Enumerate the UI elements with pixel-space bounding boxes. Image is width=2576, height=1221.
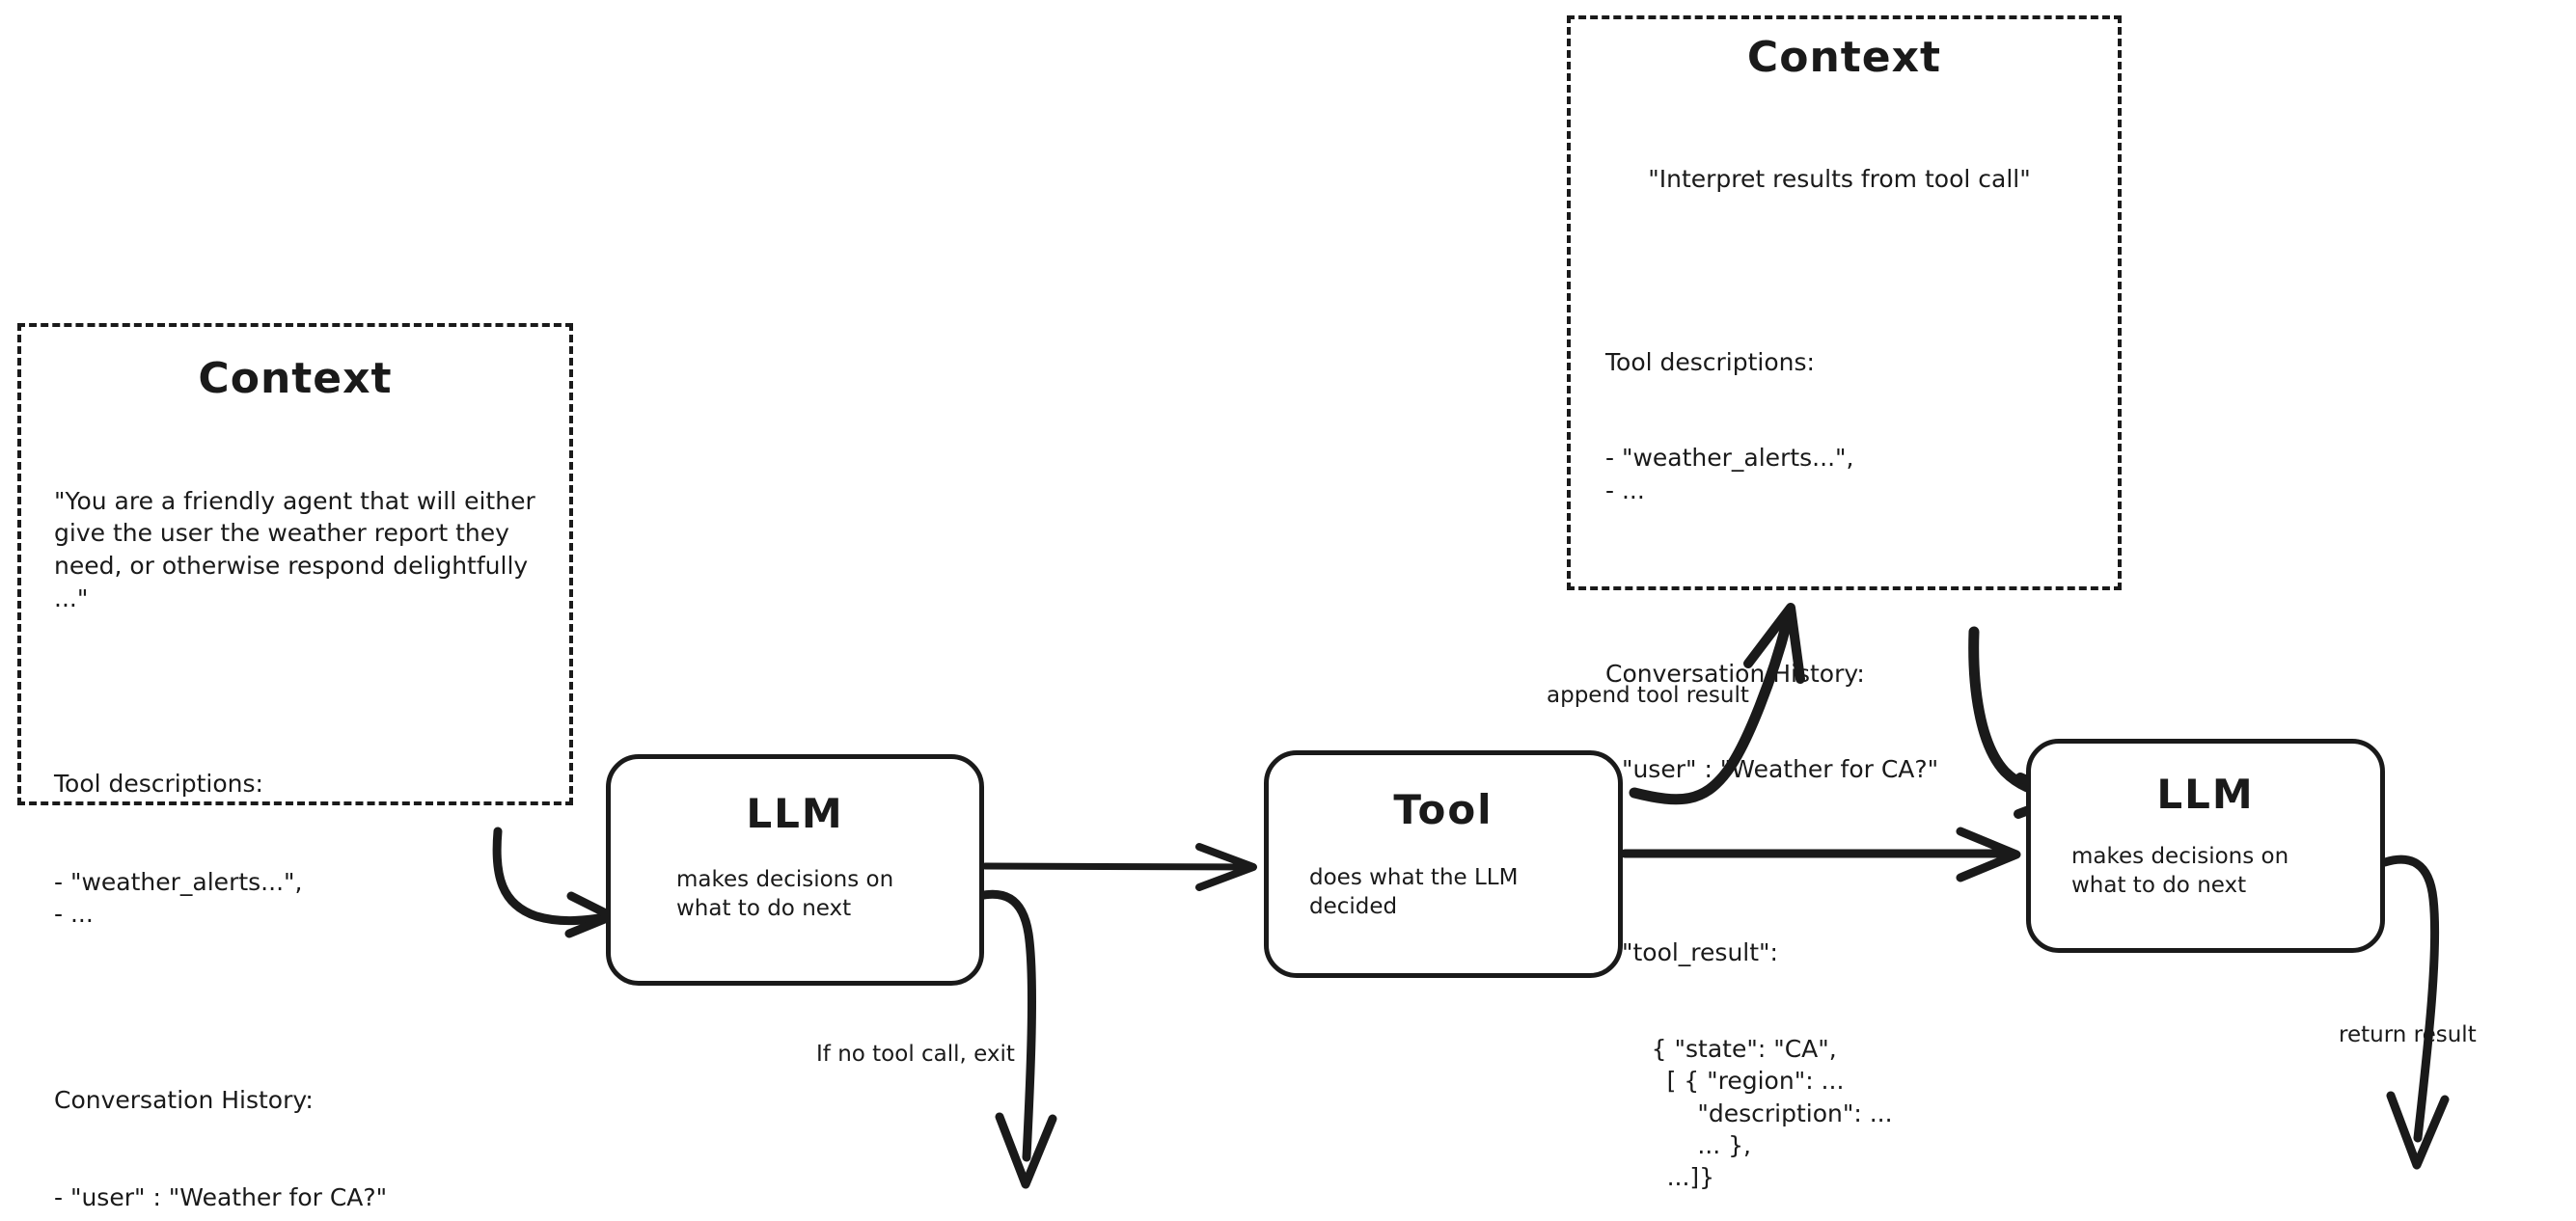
node-tool[interactable]: Tool does what the LLM decided [1264, 750, 1623, 978]
context-right-conversation-user: - "user" : "Weather for CA?" [1605, 755, 1939, 784]
context-left-body: "You are a friendly agent that will eith… [54, 420, 544, 1221]
context-card-right: Context "Interpret results from tool cal… [1567, 15, 2122, 1191]
spacer [1605, 850, 2098, 873]
context-right-tool-result-body: { "state": "CA", [ { "region": ... "desc… [1651, 1035, 1893, 1191]
context-right-tools-items: - "weather_alerts...", - ... [1605, 444, 1854, 504]
context-card-left: Context "You are a friendly agent that w… [17, 323, 573, 1211]
spacer [1605, 258, 2098, 282]
node-llm-second[interactable]: LLM makes decisions on what to do next [2026, 739, 2385, 953]
edge-label-if-no-tool-call-exit: If no tool call, exit [816, 1042, 1015, 1067]
arrow-llm1-to-tool [981, 862, 1250, 871]
node-tool-subtitle: does what the LLM decided [1309, 865, 1519, 919]
node-llm-second-subtitle: makes decisions on what to do next [2071, 844, 2289, 898]
context-right-tool-result-key: - "tool_result": [1605, 938, 1778, 967]
arrow-llm2-return [2380, 855, 2440, 1143]
node-llm-second-title: LLM [2156, 771, 2255, 818]
spacer [54, 680, 544, 703]
node-tool-title: Tool [1393, 786, 1494, 833]
spacer [1605, 570, 2098, 593]
context-left-tools-items: - "weather_alerts...", - ... [54, 867, 303, 929]
node-llm-first-subtitle: makes decisions on what to do next [676, 867, 894, 921]
context-left-conversation-items: - "user" : "Weather for CA?" [54, 1183, 388, 1211]
context-left-conversation-header: Conversation History: [54, 1085, 314, 1114]
edge-label-return-result: return result [2339, 1022, 2477, 1047]
context-left-title: Context [198, 354, 393, 403]
context-left-tools-header: Tool descriptions: [54, 770, 263, 799]
spacer [54, 996, 544, 1019]
context-left-system-prompt: "You are a friendly agent that will eith… [54, 486, 543, 612]
context-right-title: Context [1746, 33, 1942, 82]
context-right-tools-header: Tool descriptions: [1605, 347, 1815, 376]
edge-label-append-tool-result: append tool result [1547, 683, 1749, 708]
context-right-conversation-header: Conversation History: [1605, 659, 1865, 688]
node-llm-first-title: LLM [746, 790, 844, 837]
node-llm-first[interactable]: LLM makes decisions on what to do next [606, 754, 984, 986]
context-right-system-prompt: "Interpret results from tool call" [1648, 164, 2031, 193]
context-right-body: "Interpret results from tool call" Tool … [1605, 98, 2098, 1221]
